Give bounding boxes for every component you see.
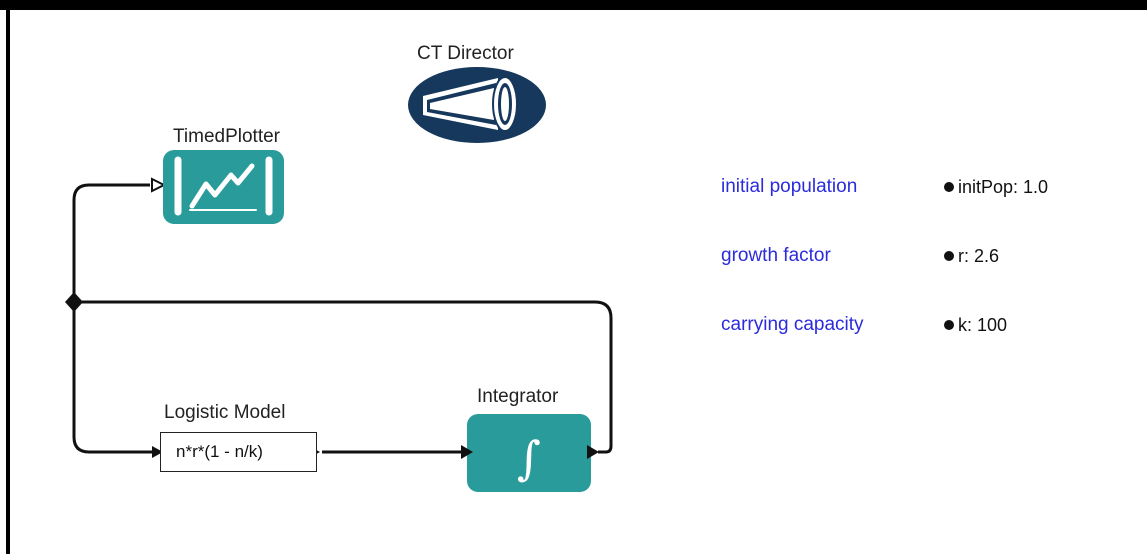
param-value-k: k: 100 [958,315,1008,335]
plotter-input-port[interactable] [151,177,167,193]
param-value-initpop: initPop: 1.0 [958,177,1049,197]
director-label: CT Director [417,43,514,64]
relation-diamond[interactable] [65,292,83,312]
param-value-r: r: 2.6 [958,246,1000,266]
wire-relation-to-logistic[interactable] [72,302,152,454]
param-dot-icon [944,182,954,192]
param-initpop[interactable]: initPop: 1.0 [944,177,1048,198]
param-label-carrying-capacity[interactable]: carrying capacity [721,314,864,335]
param-r[interactable]: r: 2.6 [944,246,999,267]
timed-plotter-label: TimedPlotter [173,126,280,147]
integrator-input-port[interactable] [461,445,473,459]
integrator-actor[interactable]: ∫ [467,414,591,492]
param-label-growth-factor[interactable]: growth factor [721,245,831,266]
ct-director[interactable] [408,67,546,143]
logistic-model-label: Logistic Model [164,402,286,423]
logistic-input-port[interactable] [152,446,163,458]
line-chart-icon [174,156,273,216]
wire-integrator-feedback[interactable] [74,300,613,454]
param-dot-icon [944,320,954,330]
param-k[interactable]: k: 100 [944,315,1007,336]
param-label-initial-population[interactable]: initial population [721,176,858,197]
logistic-model-expression[interactable]: n*r*(1 - n/k) [160,432,317,472]
wire-relation-to-plotter[interactable] [72,183,150,302]
megaphone-icon [423,76,518,132]
wires [72,183,613,454]
integral-icon: ∫ [517,431,541,485]
timed-plotter-actor[interactable] [163,150,284,224]
integrator-label: Integrator [477,386,559,407]
integrator-output-port[interactable] [587,445,599,459]
integrator-body [467,414,591,492]
param-dot-icon [944,251,954,261]
